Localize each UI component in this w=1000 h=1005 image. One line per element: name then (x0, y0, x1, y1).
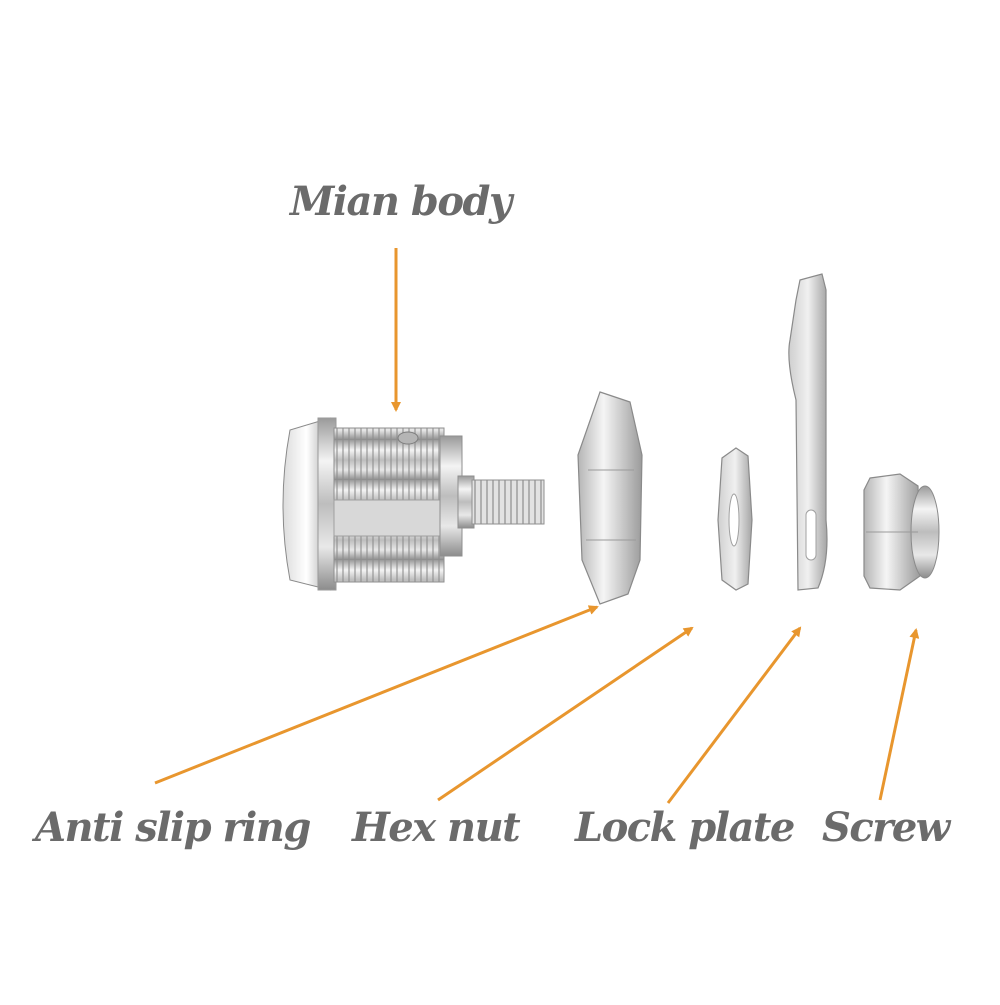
anti-slip-ring-part (577, 391, 643, 605)
screw-part (863, 473, 940, 591)
label-lock-plate: Lock plate (575, 804, 795, 851)
label-main-body: Mian body (290, 178, 512, 225)
label-screw: Screw (822, 804, 950, 851)
hex-nut-part (717, 447, 753, 591)
arrow-hex-nut (437, 626, 694, 802)
arrow-lock-plate (666, 626, 802, 804)
label-hex-nut: Hex nut (352, 804, 521, 851)
lock-plate-part (788, 273, 828, 591)
label-anti-slip-ring: Anti slip ring (35, 804, 311, 851)
main-body-cylinder (282, 417, 545, 591)
arrow-anti-slip-ring (154, 605, 599, 785)
arrow-screw (878, 628, 920, 801)
